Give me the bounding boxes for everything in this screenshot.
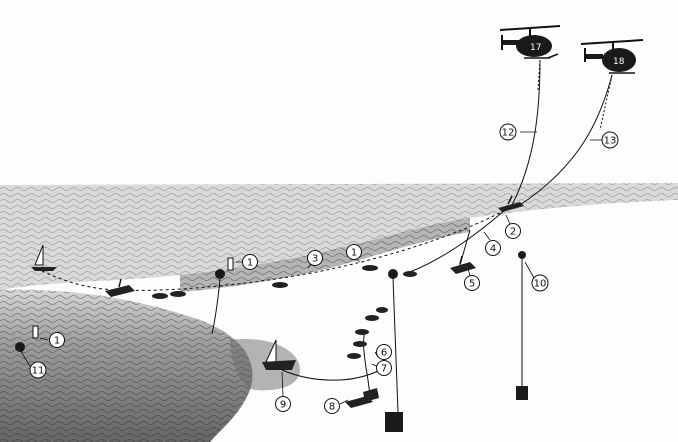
callout-label: 3 bbox=[312, 254, 318, 265]
mine-icon bbox=[347, 307, 388, 359]
sinker-icon bbox=[345, 388, 379, 408]
marker-buoy-icon bbox=[32, 257, 234, 339]
callout-label: 5 bbox=[469, 279, 475, 290]
mooring-lines bbox=[211, 259, 523, 413]
sailboat-icon bbox=[262, 339, 296, 370]
svg-text:18: 18 bbox=[613, 57, 625, 67]
callout-3: 3 bbox=[307, 250, 323, 266]
sailboat-icon bbox=[31, 244, 57, 271]
callout-10: 10 bbox=[531, 274, 549, 292]
callout-1a: 1 bbox=[242, 254, 258, 270]
helicopter-icon: 18 bbox=[580, 39, 644, 74]
callout-1b: 1 bbox=[346, 244, 362, 260]
anchor-weight-icon bbox=[385, 386, 528, 432]
callout-4: 4 bbox=[485, 240, 501, 256]
callout-7: 7 bbox=[376, 360, 392, 376]
callout-label: 9 bbox=[280, 400, 286, 411]
callout-label: 10 bbox=[534, 279, 547, 290]
helicopter-icon: 17 bbox=[499, 25, 561, 59]
sled-icon bbox=[498, 195, 524, 212]
callout-5: 5 bbox=[464, 275, 480, 291]
tow-cables bbox=[511, 59, 613, 206]
callout-label: 2 bbox=[510, 227, 516, 238]
cutter-icon bbox=[450, 255, 476, 274]
callout-label: 4 bbox=[490, 244, 496, 255]
callout-label: 8 bbox=[329, 402, 335, 413]
callout-label: 1 bbox=[54, 336, 60, 347]
callout-2: 2 bbox=[505, 223, 521, 239]
callout-11: 11 bbox=[29, 361, 47, 379]
callout-label: 1 bbox=[247, 258, 253, 269]
float-icon bbox=[152, 265, 417, 299]
buoy-icon bbox=[15, 251, 526, 352]
callout-9: 9 bbox=[275, 396, 291, 412]
callout-label: 11 bbox=[32, 366, 45, 377]
callout-leaders bbox=[19, 131, 602, 405]
svg-text:17: 17 bbox=[530, 43, 541, 53]
callout-label: 6 bbox=[381, 348, 387, 359]
callout-12: 12 bbox=[499, 123, 517, 141]
callout-6: 6 bbox=[376, 344, 392, 360]
callout-8: 8 bbox=[324, 398, 340, 414]
depressor-icon bbox=[105, 278, 135, 297]
callout-label: 1 bbox=[351, 248, 357, 259]
callout-13: 13 bbox=[601, 131, 619, 149]
callout-label: 7 bbox=[381, 364, 387, 375]
callout-label: 13 bbox=[604, 136, 617, 147]
callout-1c: 1 bbox=[49, 332, 65, 348]
callout-label: 12 bbox=[502, 128, 515, 139]
